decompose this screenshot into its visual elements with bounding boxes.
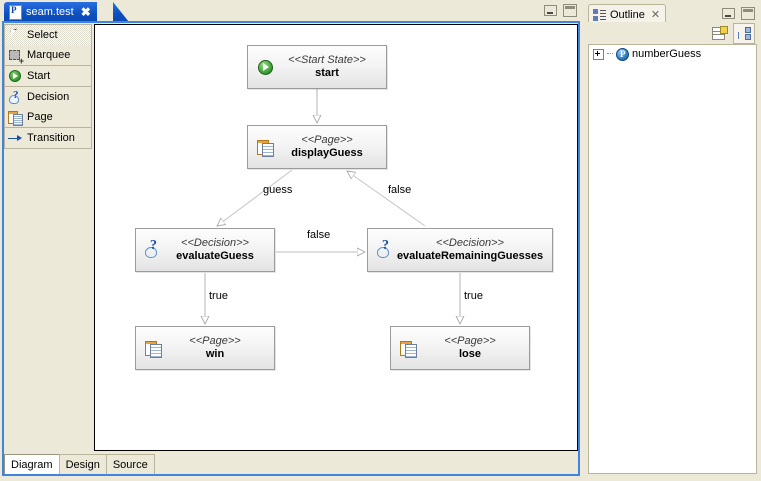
expand-plus-icon[interactable]: [593, 48, 604, 60]
diagram-node-evaluateremainingguesses[interactable]: <<Decision>> evaluateRemainingGuesses: [367, 228, 553, 272]
outline-tabstrip: Outline ✕: [584, 2, 761, 24]
editor-window-buttons: [544, 4, 577, 17]
tab-curve-decoration: [113, 2, 129, 22]
node-text: <<Page>> win: [162, 335, 274, 360]
node-text: <<Decision>> evaluateRemainingGuesses: [394, 237, 552, 262]
palette-item-label: Marquee: [27, 49, 71, 61]
start-state-icon: [256, 58, 274, 76]
node-text: <<Page>> lose: [417, 335, 529, 360]
palette-item-label: Page: [27, 111, 53, 123]
edge-label-true-win[interactable]: true: [209, 290, 228, 302]
palette-group-transition: Transition: [4, 127, 92, 149]
palette-item-label: Transition: [27, 132, 75, 144]
pageflow-package-icon: [616, 47, 629, 61]
outline-view-icon: [593, 8, 606, 21]
palette-group-start: Start: [4, 65, 92, 86]
page-icon: [144, 339, 162, 358]
node-text: <<Start State>> start: [274, 54, 386, 79]
page-icon: [8, 110, 23, 126]
node-stereotype: <<Page>>: [189, 335, 241, 348]
palette-item-decision[interactable]: Decision: [5, 87, 91, 107]
outline-toolbar: [584, 22, 761, 44]
diagram-node-win[interactable]: <<Page>> win: [135, 326, 275, 370]
maximize-icon[interactable]: [741, 7, 755, 20]
editor-palette: Select Marquee Start Decision: [4, 24, 92, 454]
node-stereotype: <<Decision>>: [181, 237, 249, 250]
edge-label-true-lose[interactable]: true: [464, 290, 483, 302]
node-stereotype: <<Page>>: [301, 134, 353, 147]
palette-group-tools: Select Marquee: [4, 24, 92, 66]
diagram-canvas[interactable]: <<Start State>> start <<Page>> displayGu…: [94, 24, 578, 451]
decision-icon: [144, 239, 162, 259]
palette-item-start[interactable]: Start: [5, 66, 91, 86]
node-stereotype: <<Decision>>: [436, 237, 504, 250]
node-text: <<Page>> displayGuess: [274, 134, 386, 159]
outline-tree[interactable]: numberGuess: [588, 44, 757, 474]
minimize-icon[interactable]: [722, 8, 735, 19]
outline-view: Outline ✕ numberGuess: [584, 0, 761, 481]
tree-hierarchy-icon[interactable]: [733, 22, 755, 44]
palette-item-label: Start: [27, 70, 51, 82]
edge-evaluateremaining-to-displayguess: [347, 171, 426, 227]
node-name: evaluateRemainingGuesses: [396, 250, 544, 262]
node-stereotype: <<Start State>>: [288, 54, 366, 67]
tab-design[interactable]: Design: [58, 454, 107, 474]
close-icon[interactable]: ✕: [650, 9, 661, 21]
palette-item-transition[interactable]: Transition: [5, 128, 91, 148]
pageflow-editor: seam.test ✖ Select Marquee: [0, 0, 583, 481]
edge-label-false-eval-to-remaining[interactable]: false: [307, 229, 331, 241]
editor-tabstrip: seam.test ✖: [0, 0, 583, 22]
outline-tab[interactable]: Outline ✕: [588, 4, 667, 24]
node-name: lose: [458, 348, 481, 360]
node-name: displayGuess: [291, 147, 363, 159]
page-file-icon: [9, 4, 22, 20]
tab-source[interactable]: Source: [105, 454, 155, 474]
node-name: evaluateGuess: [176, 250, 254, 262]
transition-arrow-icon: [8, 131, 23, 146]
decision-icon: [8, 89, 23, 105]
edge-displayguess-to-evaluateguess: [217, 169, 293, 226]
diagram-edges: [95, 89, 577, 450]
edge-label-false-remaining-to-display[interactable]: false: [388, 184, 412, 196]
maximize-icon[interactable]: [563, 4, 577, 17]
editor-tab-seam-test[interactable]: seam.test ✖: [4, 2, 97, 22]
page-icon: [256, 138, 274, 157]
palette-item-label: Decision: [27, 91, 70, 103]
palette-item-page[interactable]: Page: [5, 107, 91, 127]
diagram-node-lose[interactable]: <<Page>> lose: [390, 326, 530, 370]
close-icon[interactable]: ✖: [80, 5, 91, 19]
node-text: <<Decision>> evaluateGuess: [162, 237, 274, 262]
outline-tab-label: Outline: [610, 8, 645, 21]
decision-icon: [376, 239, 394, 259]
editor-tab-label: seam.test: [26, 6, 74, 18]
palette-item-select[interactable]: Select: [5, 25, 91, 45]
start-state-icon: [8, 69, 23, 84]
outline-window-buttons: [722, 7, 755, 20]
table-page-icon[interactable]: [709, 24, 729, 43]
tree-connector-line: [607, 53, 613, 55]
node-stereotype: <<Page>>: [444, 335, 496, 348]
minimize-icon[interactable]: [544, 5, 557, 16]
tree-item-label: numberGuess: [632, 48, 702, 60]
marquee-icon: [8, 48, 24, 66]
palette-item-marquee[interactable]: Marquee: [5, 45, 91, 66]
editor-bottom-tabs: Diagram Design Source: [4, 454, 578, 474]
diagram-node-start[interactable]: <<Start State>> start: [247, 45, 387, 89]
palette-group-nodes: Decision Page: [4, 86, 92, 127]
node-name: win: [205, 348, 225, 360]
cursor-icon: [8, 28, 23, 43]
tree-item-numberguess[interactable]: numberGuess: [589, 45, 756, 63]
edge-label-guess[interactable]: guess: [263, 184, 293, 196]
diagram-node-evaluateguess[interactable]: <<Decision>> evaluateGuess: [135, 228, 275, 272]
tab-diagram[interactable]: Diagram: [4, 454, 60, 474]
node-name: start: [315, 67, 339, 79]
page-icon: [399, 339, 417, 358]
diagram-node-displayguess[interactable]: <<Page>> displayGuess: [247, 125, 387, 169]
palette-item-label: Select: [27, 29, 58, 41]
